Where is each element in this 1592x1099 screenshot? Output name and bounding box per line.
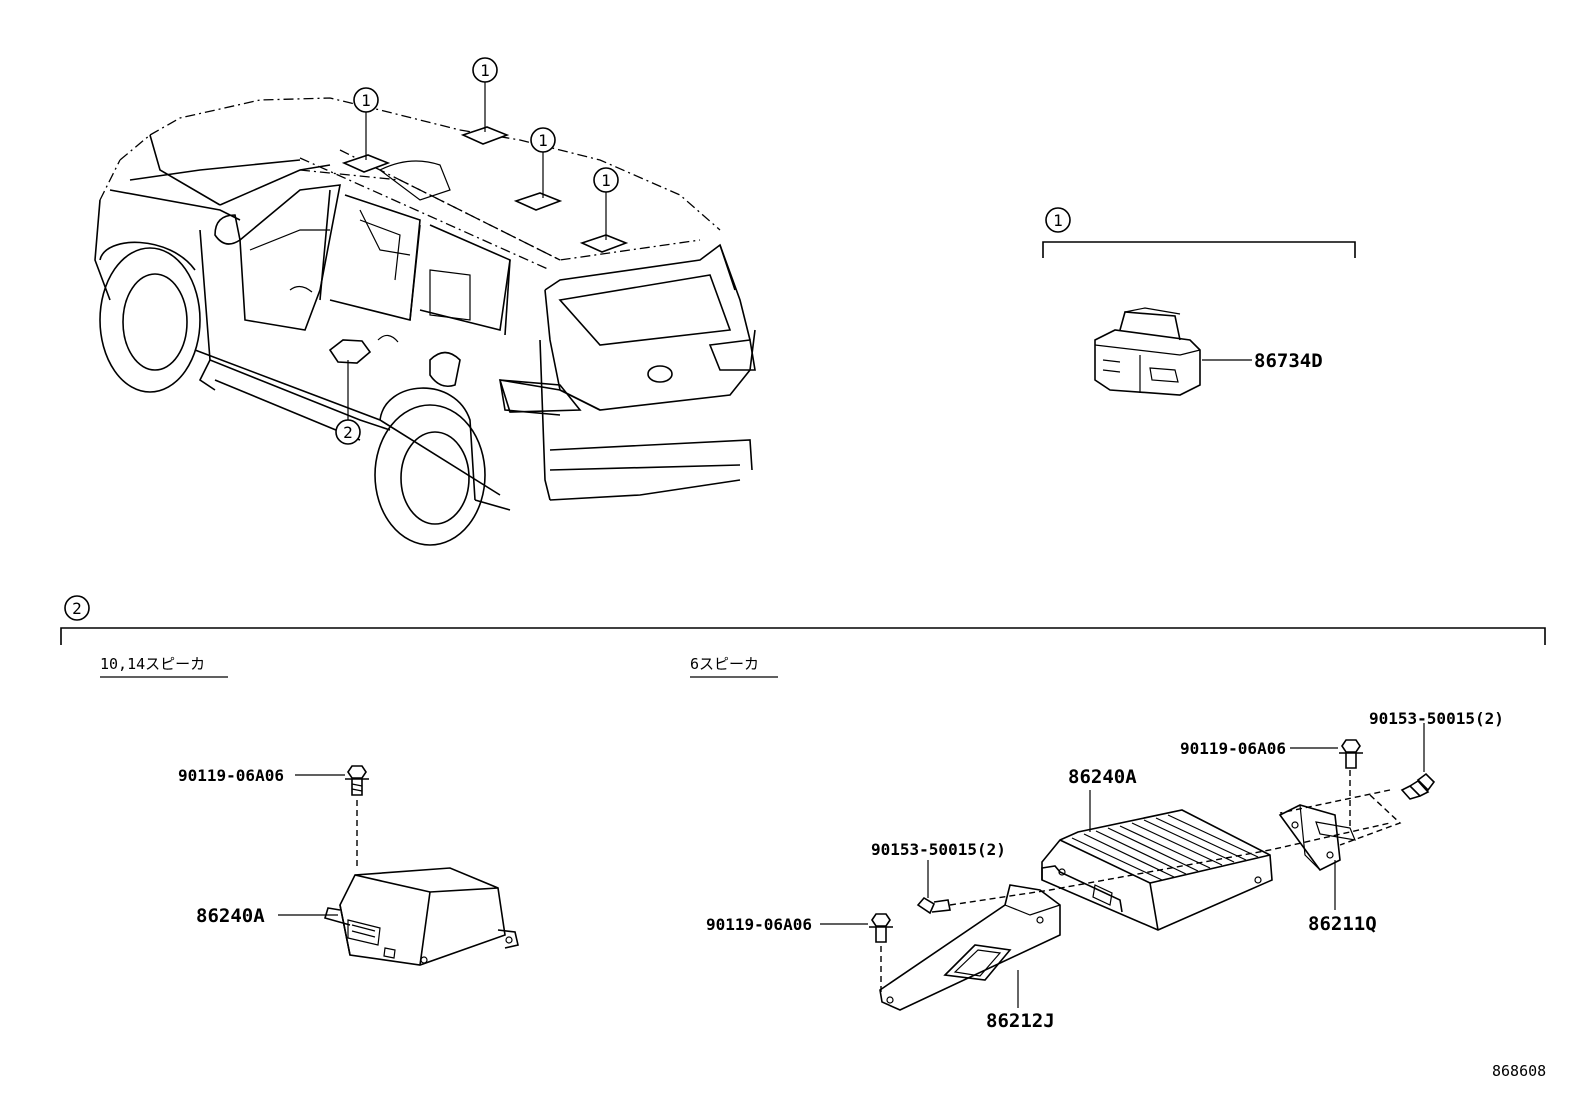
part-number-86211Q[interactable]: 86211Q bbox=[1308, 913, 1377, 935]
part-number-90119-06A06-right-top[interactable]: 90119-06A06 bbox=[1180, 739, 1286, 758]
speaker-location-1d bbox=[579, 234, 629, 253]
group-header-6-speaker: 6スピーカ bbox=[690, 655, 759, 673]
speaker-location-1b bbox=[460, 126, 510, 145]
speaker-location-1a bbox=[341, 154, 391, 173]
part-number-90153-50015-mid[interactable]: 90153-50015(2) bbox=[871, 840, 1006, 859]
callout-label: 1 bbox=[361, 91, 371, 110]
section-2-callout: 2 bbox=[72, 599, 82, 618]
callout-circle-1 bbox=[530, 127, 556, 153]
section-1-speaker bbox=[1042, 207, 1356, 396]
amplifier-right-illustration bbox=[820, 723, 1436, 1011]
vehicle-illustration bbox=[94, 57, 756, 546]
callout-label: 1 bbox=[538, 131, 548, 150]
part-number-90119-06A06-left[interactable]: 90119-06A06 bbox=[178, 766, 284, 785]
callout-circle-1 bbox=[472, 57, 498, 83]
part-number-86212J[interactable]: 86212J bbox=[986, 1010, 1055, 1032]
part-number-86240A-left[interactable]: 86240A bbox=[196, 905, 265, 927]
callout-label: 1 bbox=[601, 171, 611, 190]
part-number-90153-50015-right-top[interactable]: 90153-50015(2) bbox=[1369, 709, 1504, 728]
speaker-location-1c bbox=[513, 192, 563, 211]
section-1-callout: 1 bbox=[1053, 211, 1063, 230]
callout-label: 2 bbox=[343, 423, 353, 442]
speaker-component bbox=[1094, 329, 1201, 396]
group-header-10-14-speaker: 10,14スピーカ bbox=[100, 655, 205, 673]
callout-circle-1 bbox=[593, 167, 619, 193]
part-number-86734D[interactable]: 86734D bbox=[1254, 350, 1323, 372]
amplifier-left-illustration bbox=[278, 765, 519, 966]
section-2-bracket bbox=[60, 595, 1546, 645]
callout-label: 1 bbox=[480, 61, 490, 80]
part-number-86240A-right[interactable]: 86240A bbox=[1068, 766, 1137, 788]
callout-circle-2 bbox=[335, 419, 361, 445]
callout-circle-1 bbox=[353, 87, 379, 113]
diagram-id: 868608 bbox=[1492, 1062, 1546, 1080]
part-number-90119-06A06-right-bottom[interactable]: 90119-06A06 bbox=[706, 915, 812, 934]
amplifier-location-2 bbox=[328, 339, 372, 364]
